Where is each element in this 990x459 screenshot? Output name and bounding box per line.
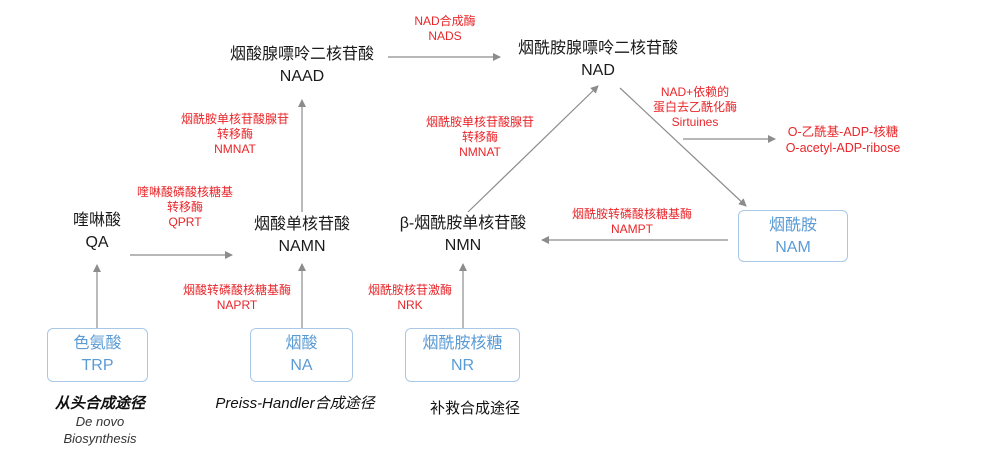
node-oadpr: O-乙酰基-ADP-核糖 O-acetyl-ADP-ribose — [763, 124, 923, 156]
node-oadpr-name: O-乙酰基-ADP-核糖 — [787, 125, 899, 139]
pathway-de-novo-zh: 从头合成途径 — [54, 395, 145, 412]
enzyme-nrk: 烟酰胺核苷激酶 NRK — [350, 283, 470, 313]
box-trp: 色氨酸 TRP — [47, 328, 148, 382]
enzyme-qprt-line1: 喹啉酸磷酸核糖基 — [136, 185, 233, 199]
pathway-de-novo: 从头合成途径 De novo Biosynthesis — [40, 395, 160, 447]
pathway-preiss-handler: Preiss-Handler合成途径 — [215, 395, 375, 412]
node-nad-name: 烟酰胺腺嘌呤二核苷酸 — [517, 40, 678, 57]
node-nad: 烟酰胺腺嘌呤二核苷酸 NAD — [488, 38, 708, 82]
enzyme-nrk-name: 烟酰胺核苷激酶 — [367, 283, 452, 297]
box-nam-abbr: NAM — [775, 239, 811, 256]
box-na-abbr: NA — [290, 357, 313, 374]
enzyme-qprt-line2: 转移酶 — [166, 200, 203, 214]
arrow-nmn-to-nad — [467, 85, 599, 213]
enzyme-nads-abbr: NADS — [428, 29, 462, 43]
enzyme-nmnat-left-line1: 烟酰胺单核苷酸腺苷 — [180, 112, 289, 126]
box-trp-name: 色氨酸 — [73, 335, 122, 352]
node-namn: 烟酸单核苷酸 NAMN — [232, 214, 372, 258]
enzyme-nads: NAD合成酶 NADS — [395, 14, 495, 44]
enzyme-nmnat-left: 烟酰胺单核苷酸腺苷 转移酶 NMNAT — [160, 112, 310, 157]
pathway-de-novo-en2: Biosynthesis — [63, 431, 137, 446]
box-na: 烟酸 NA — [250, 328, 353, 382]
node-nad-abbr: NAD — [581, 62, 615, 79]
enzyme-nampt-name: 烟酰胺转磷酸核糖基酶 — [571, 207, 692, 221]
box-nr-abbr: NR — [450, 357, 475, 374]
pathway-de-novo-en1: De novo — [75, 414, 125, 429]
enzyme-naprt-abbr: NAPRT — [216, 298, 258, 312]
node-naad: 烟酸腺嘌呤二核苷酸 NAAD — [202, 44, 402, 88]
box-nr: 烟酰胺核糖 NR — [405, 328, 520, 382]
node-qa-name: 喹啉酸 — [72, 212, 121, 229]
enzyme-nmnat-right-abbr: NMNAT — [459, 145, 501, 159]
enzyme-nmnat-left-line2: 转移酶 — [216, 127, 253, 141]
enzyme-qprt: 喹啉酸磷酸核糖基 转移酶 QPRT — [120, 185, 250, 230]
box-na-name: 烟酸 — [285, 335, 318, 352]
node-qa-abbr: QA — [85, 234, 109, 251]
enzyme-sirtuins-line2: 蛋白去乙酰化酶 — [652, 100, 737, 114]
enzyme-sirtuins: NAD+依赖的 蛋白去乙酰化酶 Sirtuines — [635, 85, 755, 130]
enzyme-nmnat-right: 烟酰胺单核苷酸腺苷 转移酶 NMNAT — [405, 115, 555, 160]
enzyme-naprt-name: 烟酸转磷酸核糖基酶 — [182, 283, 291, 297]
node-oadpr-abbr: O-acetyl-ADP-ribose — [785, 141, 901, 155]
node-naad-name: 烟酸腺嘌呤二核苷酸 — [229, 46, 374, 63]
enzyme-sirtuins-line1: NAD+依赖的 — [660, 85, 730, 99]
box-nam: 烟酰胺 NAM — [738, 210, 848, 262]
node-namn-name: 烟酸单核苷酸 — [253, 216, 350, 233]
enzyme-nmnat-left-abbr: NMNAT — [214, 142, 256, 156]
enzyme-nampt: 烟酰胺转磷酸核糖基酶 NAMPT — [552, 207, 712, 237]
node-naad-abbr: NAAD — [279, 68, 325, 85]
enzyme-sirtuins-abbr: Sirtuines — [671, 115, 719, 129]
enzyme-naprt: 烟酸转磷酸核糖基酶 NAPRT — [162, 283, 312, 313]
enzyme-nads-name: NAD合成酶 — [414, 14, 476, 28]
pathway-salvage: 补救合成途径 — [429, 400, 520, 417]
node-nmn-name: β-烟酰胺单核苷酸 — [399, 215, 527, 232]
node-namn-abbr: NAMN — [278, 238, 326, 255]
enzyme-nrk-abbr: NRK — [397, 298, 423, 312]
node-nmn-abbr: NMN — [444, 237, 482, 254]
enzyme-nmnat-right-line1: 烟酰胺单核苷酸腺苷 — [425, 115, 534, 129]
enzyme-nmnat-right-line2: 转移酶 — [461, 130, 498, 144]
arrow-nad-to-nam — [619, 87, 747, 207]
node-nmn: β-烟酰胺单核苷酸 NMN — [378, 213, 548, 257]
node-qa: 喹啉酸 QA — [57, 210, 137, 254]
enzyme-nampt-abbr: NAMPT — [611, 222, 653, 236]
box-nam-name: 烟酰胺 — [768, 217, 817, 234]
box-nr-name: 烟酰胺核糖 — [422, 335, 503, 352]
enzyme-qprt-abbr: QPRT — [168, 215, 202, 229]
box-trp-abbr: TRP — [81, 357, 114, 374]
